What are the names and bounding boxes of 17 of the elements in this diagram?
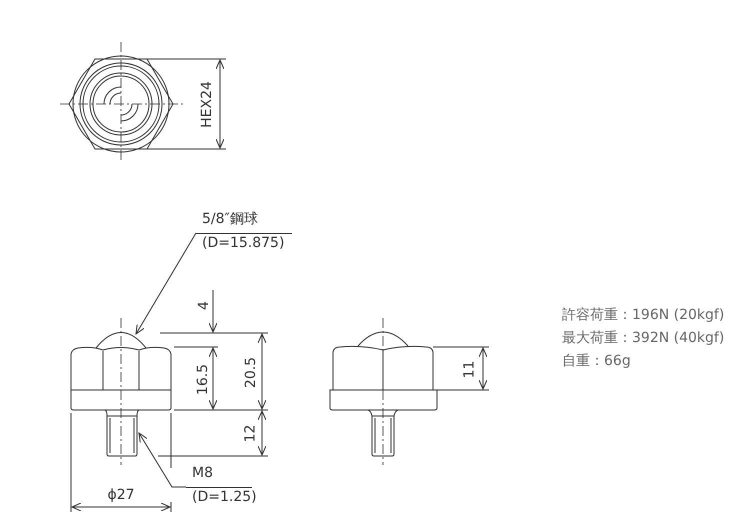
callout-text: (D=15.875) bbox=[202, 236, 284, 251]
spec-text: 許容荷重：196N (20kgf) bbox=[562, 306, 724, 324]
dimension-text: 12 bbox=[243, 424, 258, 442]
callout-text: (D=1.25) bbox=[192, 490, 257, 505]
spec-text: 最大荷重：392N (40kgf) bbox=[562, 329, 724, 347]
dimension-text: HEX24 bbox=[199, 80, 214, 128]
callout-text: 5/8″鋼球 bbox=[202, 212, 258, 227]
dimension-text: 11 bbox=[462, 360, 478, 378]
callout-text: M8 bbox=[192, 466, 213, 481]
dimension-text: 4 bbox=[196, 300, 212, 310]
dimension-text: 20.5 bbox=[244, 356, 259, 388]
spec-text: 自重：66g bbox=[562, 352, 631, 370]
leader-line bbox=[138, 432, 186, 488]
dimension-text: 16.5 bbox=[196, 363, 211, 395]
dimension-text: ϕ27 bbox=[108, 488, 135, 502]
leader-line bbox=[136, 232, 196, 334]
threaded-stud bbox=[106, 416, 138, 457]
